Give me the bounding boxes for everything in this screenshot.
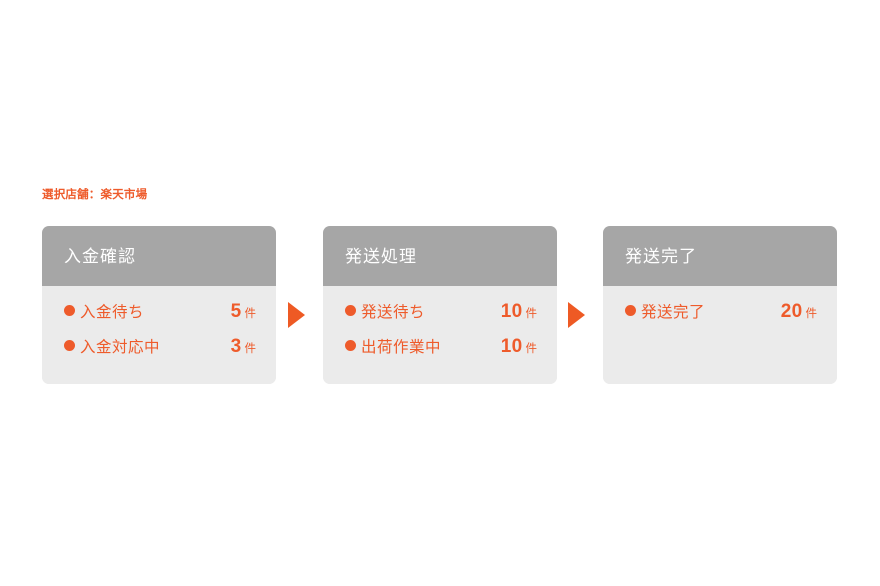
- status-card-shipping-complete[interactable]: 発送完了 発送完了 20 件: [603, 226, 837, 384]
- bullet-icon: [64, 340, 75, 351]
- status-row[interactable]: 入金待ち 5 件: [64, 300, 256, 335]
- bullet-icon: [345, 340, 356, 351]
- status-row-label: 発送待ち: [361, 304, 426, 321]
- bullet-icon: [625, 305, 636, 316]
- arrow-right-icon: [288, 302, 305, 328]
- status-row[interactable]: 出荷作業中 10 件: [345, 335, 537, 370]
- status-row-label: 入金待ち: [80, 304, 145, 321]
- status-row-count: 5: [230, 301, 242, 322]
- status-card-flow: 入金確認 入金待ち 5 件 入金対応中 3 件: [42, 226, 838, 384]
- status-row-count: 20: [780, 301, 803, 322]
- status-row-label: 発送完了: [641, 304, 706, 321]
- status-card-title: 入金確認: [64, 246, 136, 266]
- status-row-unit: 件: [525, 343, 538, 355]
- status-card-body: 発送完了 20 件: [603, 286, 837, 384]
- status-card-header: 発送処理: [323, 226, 557, 286]
- status-card-header: 発送完了: [603, 226, 837, 286]
- status-row-unit: 件: [244, 343, 257, 355]
- status-card-payment-confirmation[interactable]: 入金確認 入金待ち 5 件 入金対応中 3 件: [42, 226, 276, 384]
- status-row-unit: 件: [805, 308, 818, 320]
- bullet-icon: [345, 305, 356, 316]
- status-card-body: 発送待ち 10 件 出荷作業中 10 件: [323, 286, 557, 384]
- status-card-body: 入金待ち 5 件 入金対応中 3 件: [42, 286, 276, 384]
- status-row[interactable]: 入金対応中 3 件: [64, 335, 256, 370]
- bullet-icon: [64, 305, 75, 316]
- status-card-header: 入金確認: [42, 226, 276, 286]
- status-card-title: 発送処理: [345, 246, 417, 266]
- arrow-right-icon: [568, 302, 585, 328]
- status-row-unit: 件: [525, 308, 538, 320]
- status-row-unit: 件: [244, 308, 257, 320]
- status-row-label: 入金対応中: [80, 339, 161, 356]
- status-card-title: 発送完了: [625, 246, 697, 266]
- selected-store-label: 選択店舗：楽天市場: [42, 189, 148, 201]
- status-row[interactable]: 発送待ち 10 件: [345, 300, 537, 335]
- status-row-label: 出荷作業中: [361, 339, 442, 356]
- status-card-shipping-process[interactable]: 発送処理 発送待ち 10 件 出荷作業中 10 件: [323, 226, 557, 384]
- status-row-count: 10: [500, 301, 523, 322]
- status-row-count: 3: [230, 336, 242, 357]
- status-row[interactable]: 発送完了 20 件: [625, 300, 817, 335]
- status-row-count: 10: [500, 336, 523, 357]
